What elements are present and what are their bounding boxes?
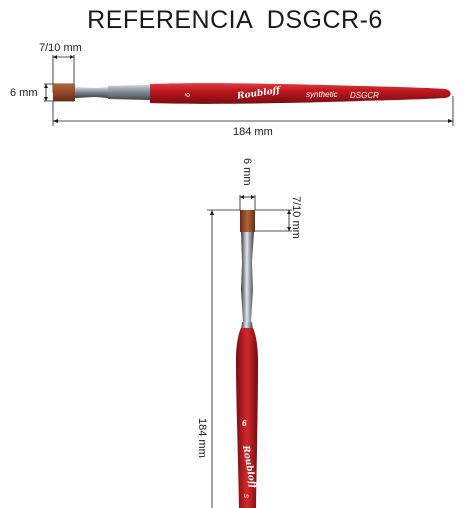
vertical-thickness-dimension: 7/10 mm <box>255 196 302 239</box>
page-title: REFERENCIA DSGCR-6 <box>87 6 383 34</box>
vertical-size-number: 6 <box>242 419 247 428</box>
vertical-bristle-icon <box>240 210 255 232</box>
vertical-length-dimension: 184 mm <box>196 209 240 508</box>
vertical-width-dimension: 6 mm <box>239 158 256 210</box>
length-dimension: 184 mm <box>52 96 454 138</box>
vertical-handle-icon <box>236 328 258 508</box>
series-label: DSGCR <box>350 91 379 100</box>
bristle-icon <box>53 84 75 101</box>
horizontal-brush-body: Roubloff synthetic DSGCR 6 <box>53 83 451 104</box>
vertical-brush-body: 6 Roubloff s <box>236 210 258 508</box>
height-label: 6 mm <box>10 87 38 99</box>
ferrule-icon <box>75 87 108 98</box>
width-label: 7/10 mm <box>39 42 82 54</box>
handle-icon <box>150 83 451 104</box>
type-label: synthetic <box>306 90 338 99</box>
vertical-brush: 6 mm 7/10 mm 184 mm 6 Roubloff s <box>196 158 302 508</box>
vertical-ferrule-icon <box>241 232 254 322</box>
vertical-length-label: 184 mm <box>196 418 208 458</box>
horizontal-brush: 7/10 mm 6 mm Roubloff synthetic DSGCR 6 <box>10 42 454 138</box>
vertical-type-label: s <box>242 494 251 498</box>
width-dimension: 7/10 mm <box>39 42 82 93</box>
vertical-thickness-label: 7/10 mm <box>290 196 302 239</box>
size-number: 6 <box>185 93 192 97</box>
vertical-width-label: 6 mm <box>241 158 253 186</box>
length-label: 184 mm <box>233 126 273 138</box>
